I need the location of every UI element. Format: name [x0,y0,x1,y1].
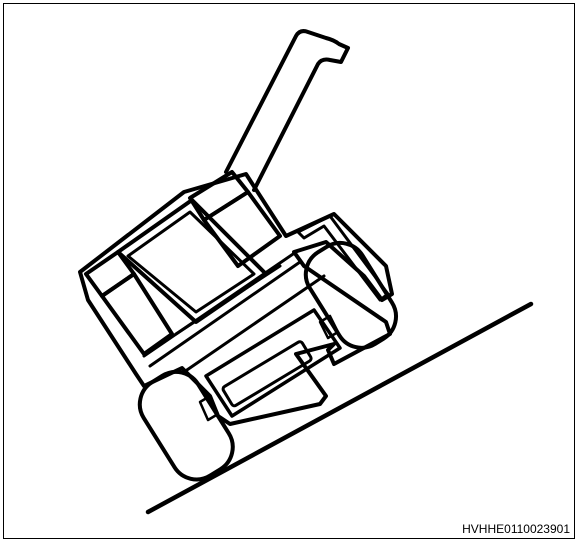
upper-right-lower-block [204,192,280,266]
machine-body-outline [80,174,392,424]
center-top-block-inner [128,212,254,312]
front-axle-post [200,396,218,420]
left-wheel [130,362,243,489]
lower-plate [206,310,340,416]
figure-frame: HVHHE0110023901 [3,3,575,539]
rear-axle-post [320,316,338,338]
operator-handle [226,31,348,190]
slope-ground-line [148,304,531,512]
figure-code-label: HVHHE0110023901 [462,522,570,536]
frame-rail-bottom [184,276,324,372]
lower-plate-slot [222,341,312,407]
frame-rail-lower [150,262,300,366]
frame-rail-mid [176,266,280,334]
right-wheel [296,233,406,357]
right-bracket [298,216,388,300]
left-lower-block [102,274,172,354]
machine-tipping-on-slope-illustration [4,4,576,540]
